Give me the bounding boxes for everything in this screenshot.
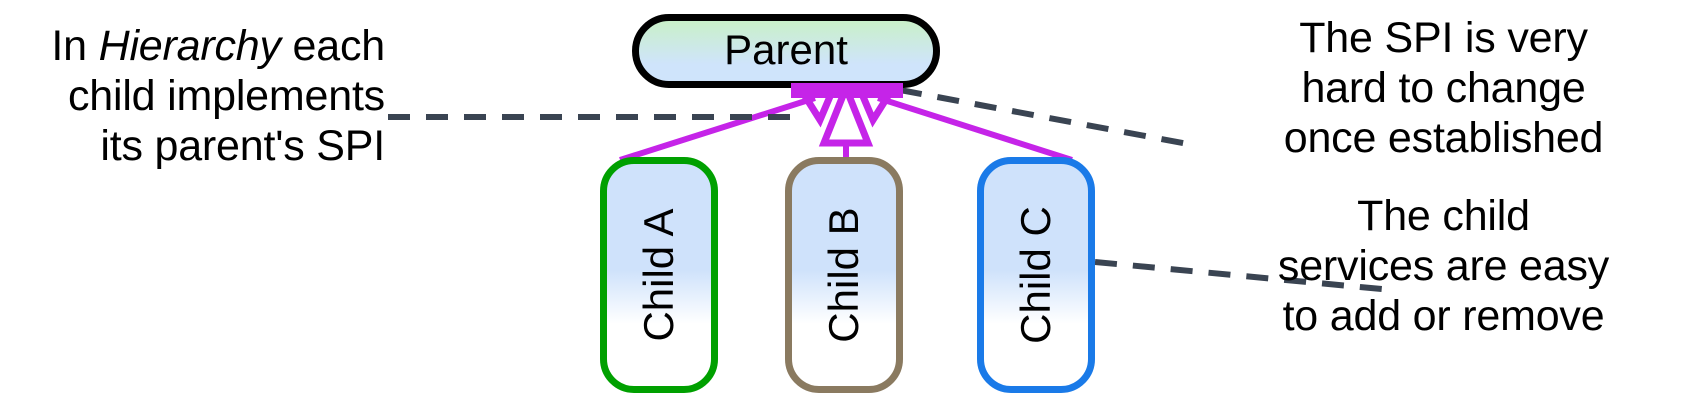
node-child-b[interactable]: Child B [785,157,903,393]
node-parent[interactable]: Parent [632,14,940,88]
note-right-top-line1: The SPI is very [1299,14,1588,62]
note-left-line1-suffix: each [280,22,386,70]
note-right-bottom-line1: The child [1357,192,1530,240]
node-child-c-label: Child C [1012,206,1059,344]
realization-arrow-child-b [818,78,874,160]
note-left-emphasis: Hierarchy [98,22,281,70]
note-left-line1-prefix: In [51,22,99,70]
node-child-a[interactable]: Child A [600,157,718,393]
callout-line-right-top [899,87,1189,147]
note-left-line3: its parent's SPI [100,121,385,170]
note-right-top-line3: once established [1283,113,1604,162]
node-child-b-label: Child B [820,207,867,343]
node-child-a-label: Child A [635,208,682,342]
node-child-c[interactable]: Child C [977,157,1095,393]
note-right-bottom-line3: to add or remove [1282,291,1605,340]
spi-interface-bar[interactable] [791,83,903,98]
node-parent-label: Parent [724,26,848,73]
note-left-line2: child implements [67,71,385,120]
note-right-top-line2: hard to change [1301,63,1586,112]
note-right-bottom-line2: services are easy [1277,241,1610,290]
